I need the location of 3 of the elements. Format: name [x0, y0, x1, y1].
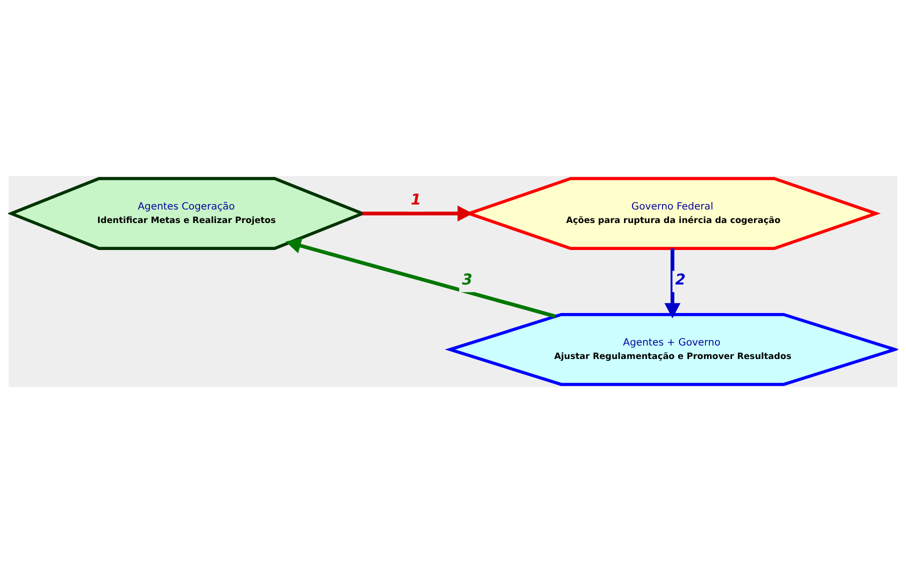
edge-label: 3 — [462, 270, 472, 289]
edge-label: 2 — [675, 270, 686, 289]
edge-label: 1 — [410, 190, 422, 208]
